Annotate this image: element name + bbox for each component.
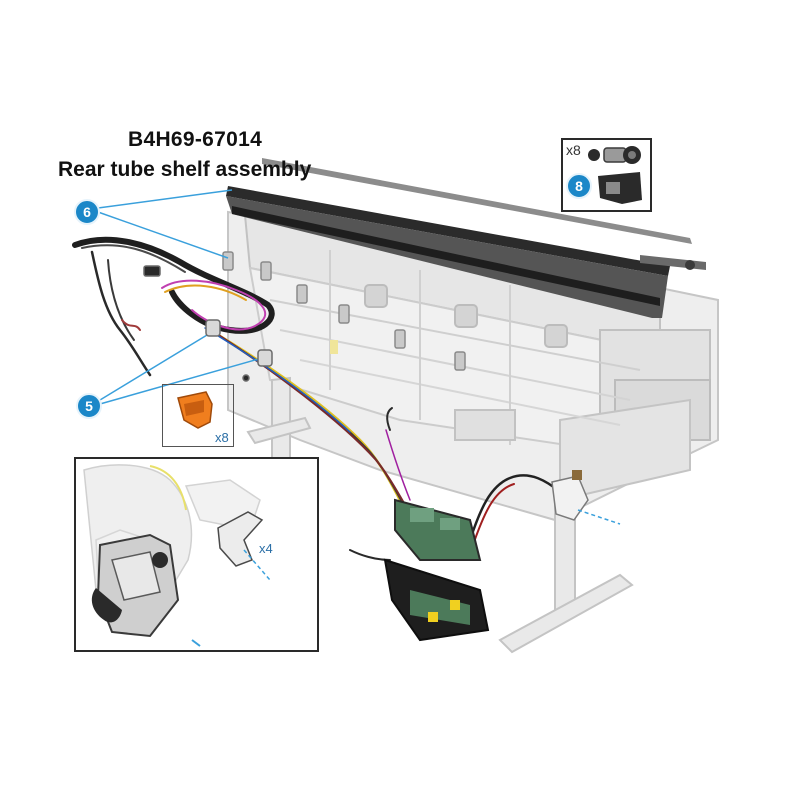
leader-lines: [97, 189, 621, 525]
tube-holders: [222, 251, 466, 371]
right-motor: [551, 470, 589, 521]
harness-clips: [143, 265, 273, 382]
callout-6: 6: [74, 199, 100, 225]
part-number: B4H69-67014: [128, 128, 263, 151]
rear-tube-shelf: [226, 158, 706, 318]
detail-kit-parts: [588, 146, 642, 204]
inset-drawing: [76, 459, 317, 650]
detail-kit-frame: [561, 138, 652, 212]
inset-detail-frame: [74, 457, 319, 652]
clip-quantity-label: x8: [215, 430, 229, 445]
electronics-board: [383, 498, 490, 642]
inset-quantity-label: x4: [259, 541, 273, 556]
printer-stand: [246, 376, 634, 654]
kit-quantity-label: x8: [566, 142, 581, 158]
callout-8: 8: [566, 173, 592, 199]
orange-clip-part: [177, 391, 213, 429]
part-name: Rear tube shelf assembly: [58, 158, 312, 181]
callout-5: 5: [76, 393, 102, 419]
clip-detail-frame: [162, 384, 234, 447]
